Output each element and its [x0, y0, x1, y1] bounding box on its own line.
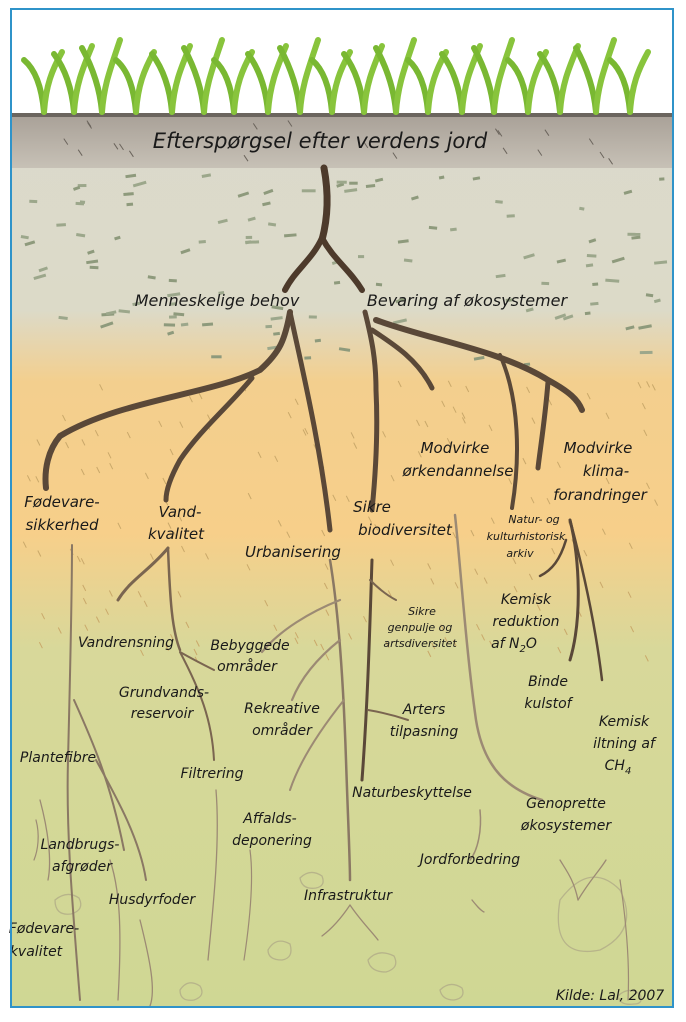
soil-speck	[80, 200, 85, 204]
label-genoprette-1: Genoprette	[526, 796, 606, 812]
label-bebyggede-1: Bebyggede	[210, 638, 289, 654]
label-grundvand-1: Grundvands-	[119, 685, 209, 701]
soil-speck	[169, 315, 177, 318]
label-genoprette-2: økosystemer	[520, 818, 612, 834]
label-fodevaresikkerhed-1: Fødevare-	[24, 493, 99, 511]
label-urbanisering: Urbanisering	[245, 543, 341, 561]
label-modvirke-klima-3: forandringer	[553, 486, 647, 504]
label-kemisk-reduktion-2: reduktion	[492, 614, 559, 630]
label-sikre-genpulje-2: genpulje og	[388, 621, 453, 634]
soil-speck	[304, 356, 311, 359]
soil-speck	[337, 181, 347, 184]
soil-speck	[376, 283, 382, 287]
label-kemisk-iltning-1: Kemisk	[599, 714, 650, 730]
label-kemisk-reduktion-1: Kemisk	[501, 592, 552, 608]
label-infrastruktur: Infrastruktur	[304, 888, 393, 904]
label-filtrering: Filtrering	[180, 766, 243, 782]
label-modvirke-orken-2: ørkendannelse	[402, 462, 514, 480]
label-vandkvalitet-2: kvalitet	[148, 525, 205, 543]
soil-speck	[627, 233, 640, 236]
label-affald-1: Affalds-	[242, 811, 296, 827]
label-bebyggede-2: områder	[217, 658, 278, 675]
label-husdyrfoder: Husdyrfoder	[109, 892, 197, 908]
soil-speck	[592, 282, 598, 285]
label-rekreative-1: Rekreative	[244, 701, 320, 717]
soil-speck	[358, 255, 364, 258]
label-sikre-genpulje-3: artsdiversitet	[383, 637, 457, 650]
label-naturbeskyttelse: Naturbeskyttelse	[352, 785, 472, 801]
label-bevaring: Bevaring af økosystemer	[367, 291, 569, 310]
label-fodevaresikkerhed-2: sikkerhed	[25, 516, 98, 534]
soil-speck	[126, 203, 133, 207]
label-binde-kulstof-2: kulstof	[524, 696, 573, 712]
soil-speck	[541, 282, 549, 285]
soil-speck	[199, 240, 206, 244]
label-grundvand-2: reservoir	[131, 706, 195, 722]
label-natur-kultur-1: Natur- og	[508, 513, 559, 526]
label-modvirke-orken-1: Modvirke	[421, 439, 490, 457]
label-modvirke-klima-1: Modvirke	[564, 439, 633, 457]
soil-speck	[659, 177, 664, 180]
soil-speck	[245, 240, 259, 243]
soil-speck	[349, 182, 358, 185]
label-jordforbedring: Jordforbedring	[417, 852, 520, 868]
label-rekreative-2: områder	[252, 722, 313, 739]
label-natur-kultur-2: kulturhistorisk	[487, 530, 566, 543]
label-vandrensning: Vandrensning	[78, 635, 174, 651]
label-sikre-genpulje-1: Sikre	[408, 605, 436, 618]
label-menneskelige-behov: Menneskelige behov	[135, 291, 300, 310]
source-credit: Kilde: Lal, 2007	[556, 988, 665, 1004]
label-modvirke-klima-2: klima-	[583, 462, 629, 480]
label-kemisk-iltning-2: iltning af	[593, 736, 657, 752]
soil-speck	[265, 325, 272, 328]
label-fodevarekvalitet-1: Fødevare-	[9, 921, 79, 937]
label-plantefibre: Plantefibre	[20, 750, 96, 766]
soil-speck	[164, 323, 175, 326]
label-vandkvalitet-1: Vand-	[159, 503, 202, 521]
label-sikre-biodiversitet-1: Sikre	[353, 498, 391, 516]
soil-speck	[640, 351, 653, 354]
label-natur-kultur-3: arkiv	[506, 547, 534, 560]
label-landbrug-1: Landbrugs-	[41, 837, 120, 853]
soil-speck	[309, 315, 317, 318]
soil-speck	[585, 312, 591, 316]
soil-speck	[246, 236, 252, 239]
soil-speck	[29, 200, 37, 203]
label-arters-2: tilpasning	[390, 724, 459, 740]
label-landbrug-2: afgrøder	[52, 859, 113, 875]
diagram-title: Efterspørgsel efter verdens jord	[153, 129, 488, 153]
soil-speck	[211, 355, 221, 358]
label-arters-1: Arters	[402, 702, 446, 718]
soil-speck	[169, 279, 177, 282]
label-fodevarekvalitet-2: kvalitet	[10, 944, 63, 960]
label-binde-kulstof-1: Binde	[528, 674, 568, 690]
label-affald-2: deponering	[232, 833, 312, 849]
soil-speck	[507, 214, 515, 217]
label-sikre-biodiversitet-2: biodiversitet	[358, 521, 453, 539]
soil-speck	[302, 189, 316, 192]
soil-speck	[90, 266, 99, 269]
